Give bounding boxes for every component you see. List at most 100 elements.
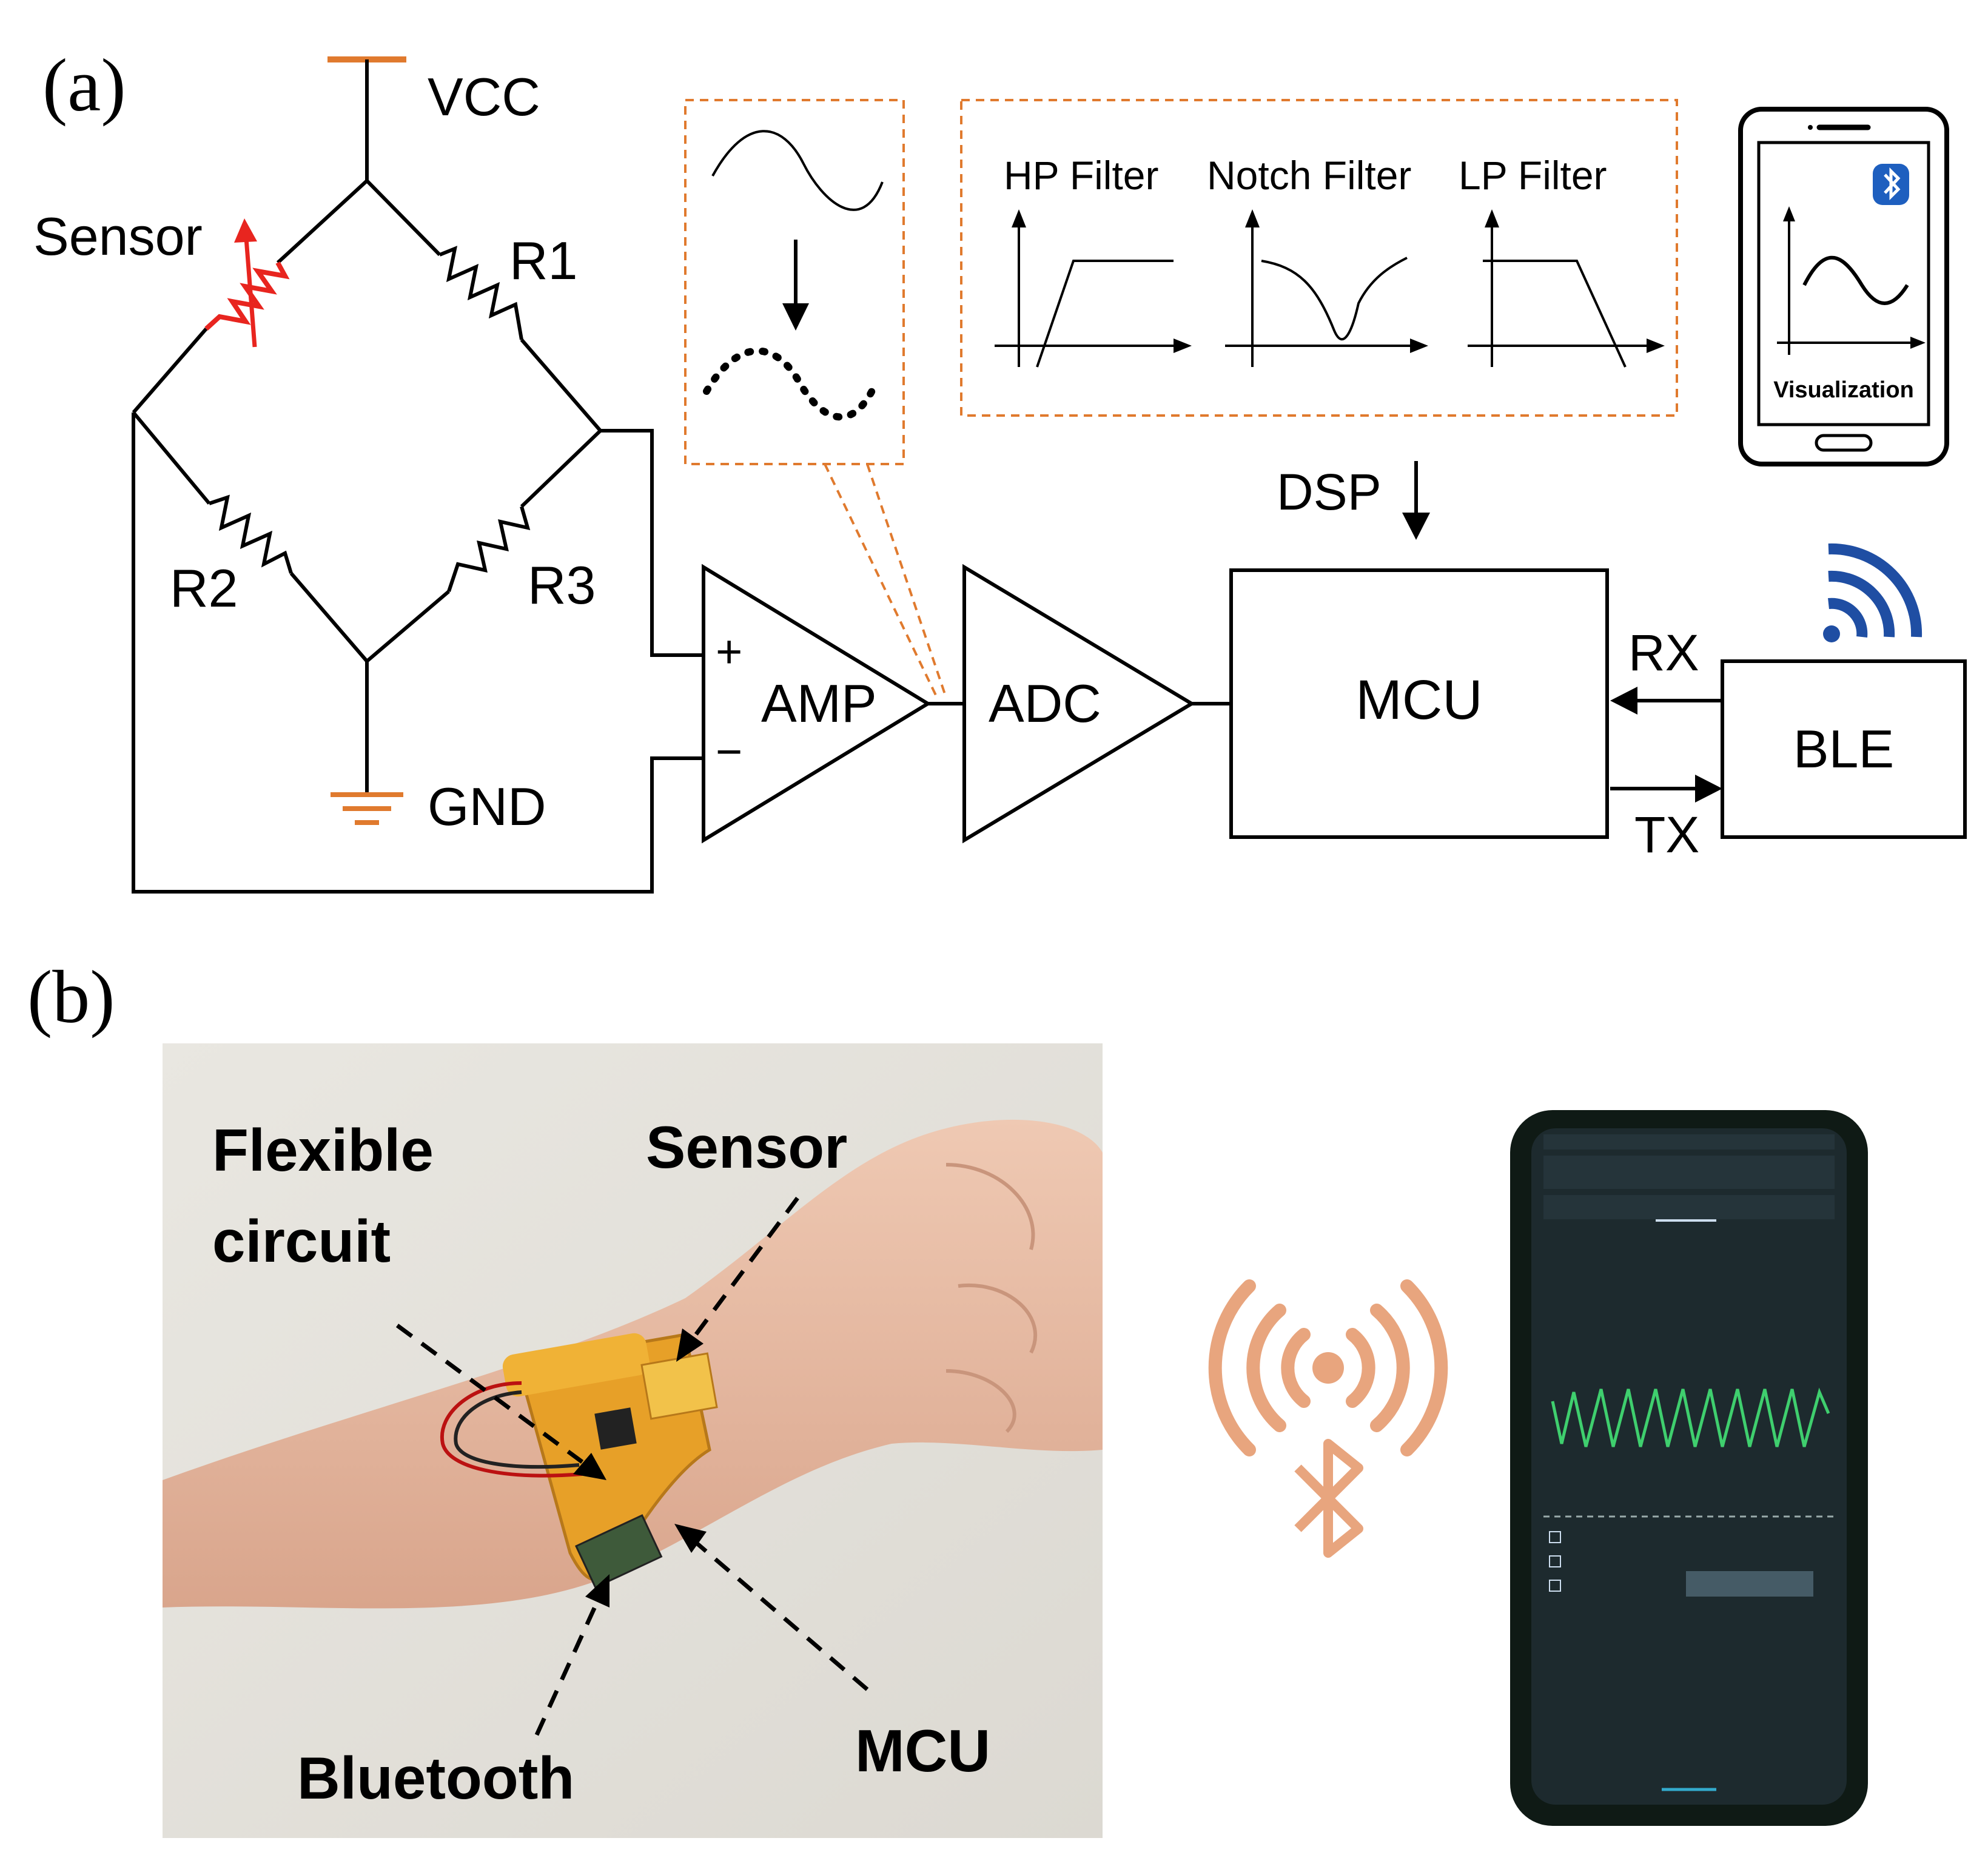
bluetooth-photo-label: Bluetooth bbox=[297, 1745, 574, 1811]
notch-x-arrow bbox=[1410, 338, 1428, 353]
wrist-photo: Flexible circuit Sensor Bluetooth MCU bbox=[163, 1043, 1103, 1838]
r3-wire bbox=[366, 429, 602, 663]
mcu-arrow bbox=[696, 1542, 869, 1691]
broadcast-arc-inner-right bbox=[1346, 1328, 1375, 1408]
panel-a-label: (a) bbox=[42, 44, 126, 127]
callout-line-2 bbox=[866, 463, 947, 698]
hp-filter-label: HP Filter bbox=[1004, 153, 1159, 198]
smartphone-photo bbox=[1510, 1110, 1868, 1826]
screen-checkbox-2 bbox=[1549, 1555, 1561, 1567]
sensor-zigzag bbox=[204, 261, 290, 331]
bluetooth-badge-glyph bbox=[1884, 167, 1901, 201]
broadcast-center bbox=[1312, 1352, 1344, 1384]
dsp-label: DSP bbox=[1277, 463, 1382, 520]
battery-pack bbox=[502, 1333, 650, 1397]
wireless-signal-icon bbox=[1823, 543, 1923, 642]
sampling-box bbox=[684, 99, 905, 465]
phone-y-arrow bbox=[1783, 206, 1795, 221]
adc-label: ADC bbox=[989, 673, 1101, 733]
amp-triangle bbox=[702, 564, 932, 844]
lp-y-arrow bbox=[1485, 209, 1499, 227]
bluetooth-broadcast-icon bbox=[1208, 1279, 1448, 1558]
mcu-label: MCU bbox=[1355, 669, 1483, 731]
notch-y-arrow bbox=[1245, 209, 1260, 227]
sensor-arm-wire bbox=[132, 179, 369, 414]
rx-arrow-head bbox=[1610, 687, 1637, 715]
flexible-circuit-label-line2: circuit bbox=[212, 1208, 391, 1274]
screen-button bbox=[1686, 1571, 1813, 1597]
amplifier: + − AMP bbox=[702, 564, 964, 844]
flexible-circuit-arrow bbox=[395, 1324, 584, 1464]
phone-screen bbox=[1757, 141, 1930, 426]
panel-b-label: (b) bbox=[27, 955, 115, 1039]
bridge-left-to-amp-minus bbox=[132, 412, 704, 894]
sensor-patch bbox=[640, 1352, 718, 1420]
black-wire bbox=[454, 1390, 580, 1469]
r1-zigzag bbox=[438, 246, 523, 340]
mcu-arrow-head bbox=[674, 1524, 707, 1553]
smartphone-screen bbox=[1531, 1128, 1847, 1805]
sensor-variable-arrow bbox=[243, 230, 257, 348]
sampling-arrow-head bbox=[782, 303, 809, 331]
mcu-box bbox=[1229, 568, 1609, 839]
bluetooth-arrow-head bbox=[585, 1574, 609, 1608]
red-black-wires bbox=[440, 1381, 583, 1478]
notch-filter-label: Notch Filter bbox=[1207, 153, 1411, 198]
r2-zigzag bbox=[209, 494, 293, 574]
bridge-right-to-amp-plus bbox=[600, 429, 704, 657]
gnd-label: GND bbox=[428, 776, 546, 837]
amp-label: AMP bbox=[761, 673, 877, 733]
broadcast-arc-outer-left bbox=[1208, 1279, 1256, 1456]
tx-arrow-head bbox=[1695, 775, 1722, 803]
ble-block: BLE RX TX bbox=[1610, 543, 1967, 863]
r2-wire bbox=[132, 411, 369, 662]
hp-curve bbox=[1036, 260, 1174, 368]
sensor-photo-label: Sensor bbox=[646, 1114, 847, 1180]
visualization-label: Visualization bbox=[1773, 377, 1914, 403]
bluetooth-rune-icon bbox=[1294, 1439, 1363, 1558]
r1-label: R1 bbox=[509, 231, 578, 291]
dsp-arrow-head bbox=[1402, 513, 1430, 540]
screen-checkbox-1 bbox=[1549, 1531, 1561, 1543]
ble-label: BLE bbox=[1793, 719, 1894, 779]
filters-illustration: HP Filter Notch Filter LP Filter bbox=[960, 99, 1678, 417]
phone-home-button bbox=[1815, 434, 1873, 452]
app-header bbox=[1543, 1156, 1835, 1189]
dsp-arrow: DSP bbox=[1277, 461, 1430, 540]
broadcast-arc-outer-right bbox=[1400, 1279, 1448, 1456]
screen-checkbox-3 bbox=[1549, 1580, 1561, 1592]
hp-x-arrow bbox=[1174, 338, 1192, 353]
r3-label: R3 bbox=[528, 555, 596, 615]
hp-y-arrow bbox=[1012, 209, 1026, 227]
adc-triangle bbox=[962, 564, 1195, 844]
rx-label: RX bbox=[1628, 624, 1699, 681]
r2-label: R2 bbox=[170, 558, 238, 618]
adc: ADC bbox=[962, 564, 1231, 844]
app-tabs bbox=[1543, 1195, 1835, 1219]
sampled-wave bbox=[703, 347, 880, 421]
panel-a: (a) VCC Sensor R1 R2 R3 bbox=[33, 44, 1967, 894]
mcu-block: MCU bbox=[1229, 568, 1609, 839]
phone-visualization-icon: Visualization bbox=[1738, 107, 1949, 466]
broadcast-arc-mid-left bbox=[1246, 1304, 1286, 1432]
broadcast-arc-mid-right bbox=[1370, 1304, 1410, 1432]
sensor-label: Sensor bbox=[33, 206, 203, 266]
phone-body bbox=[1738, 107, 1949, 466]
phone-x-arrow bbox=[1910, 337, 1926, 349]
lp-curve bbox=[1483, 260, 1627, 368]
flexible-circuit-label-line1: Flexible bbox=[212, 1117, 434, 1183]
knuckles bbox=[945, 1163, 1037, 1433]
sampling-illustration bbox=[684, 99, 947, 698]
phone-camera bbox=[1808, 125, 1813, 130]
lp-x-arrow bbox=[1647, 338, 1665, 353]
callout-line-1 bbox=[824, 463, 938, 698]
r1-wire bbox=[365, 179, 602, 432]
sensor-arrow-head bbox=[234, 218, 257, 243]
broadcast-arc-inner-left bbox=[1281, 1328, 1311, 1408]
filters-box bbox=[960, 99, 1678, 417]
status-bar bbox=[1543, 1134, 1835, 1150]
sensor-arrow-head bbox=[676, 1328, 704, 1362]
notch-curve bbox=[1261, 257, 1408, 341]
lp-filter-label: LP Filter bbox=[1459, 153, 1607, 198]
